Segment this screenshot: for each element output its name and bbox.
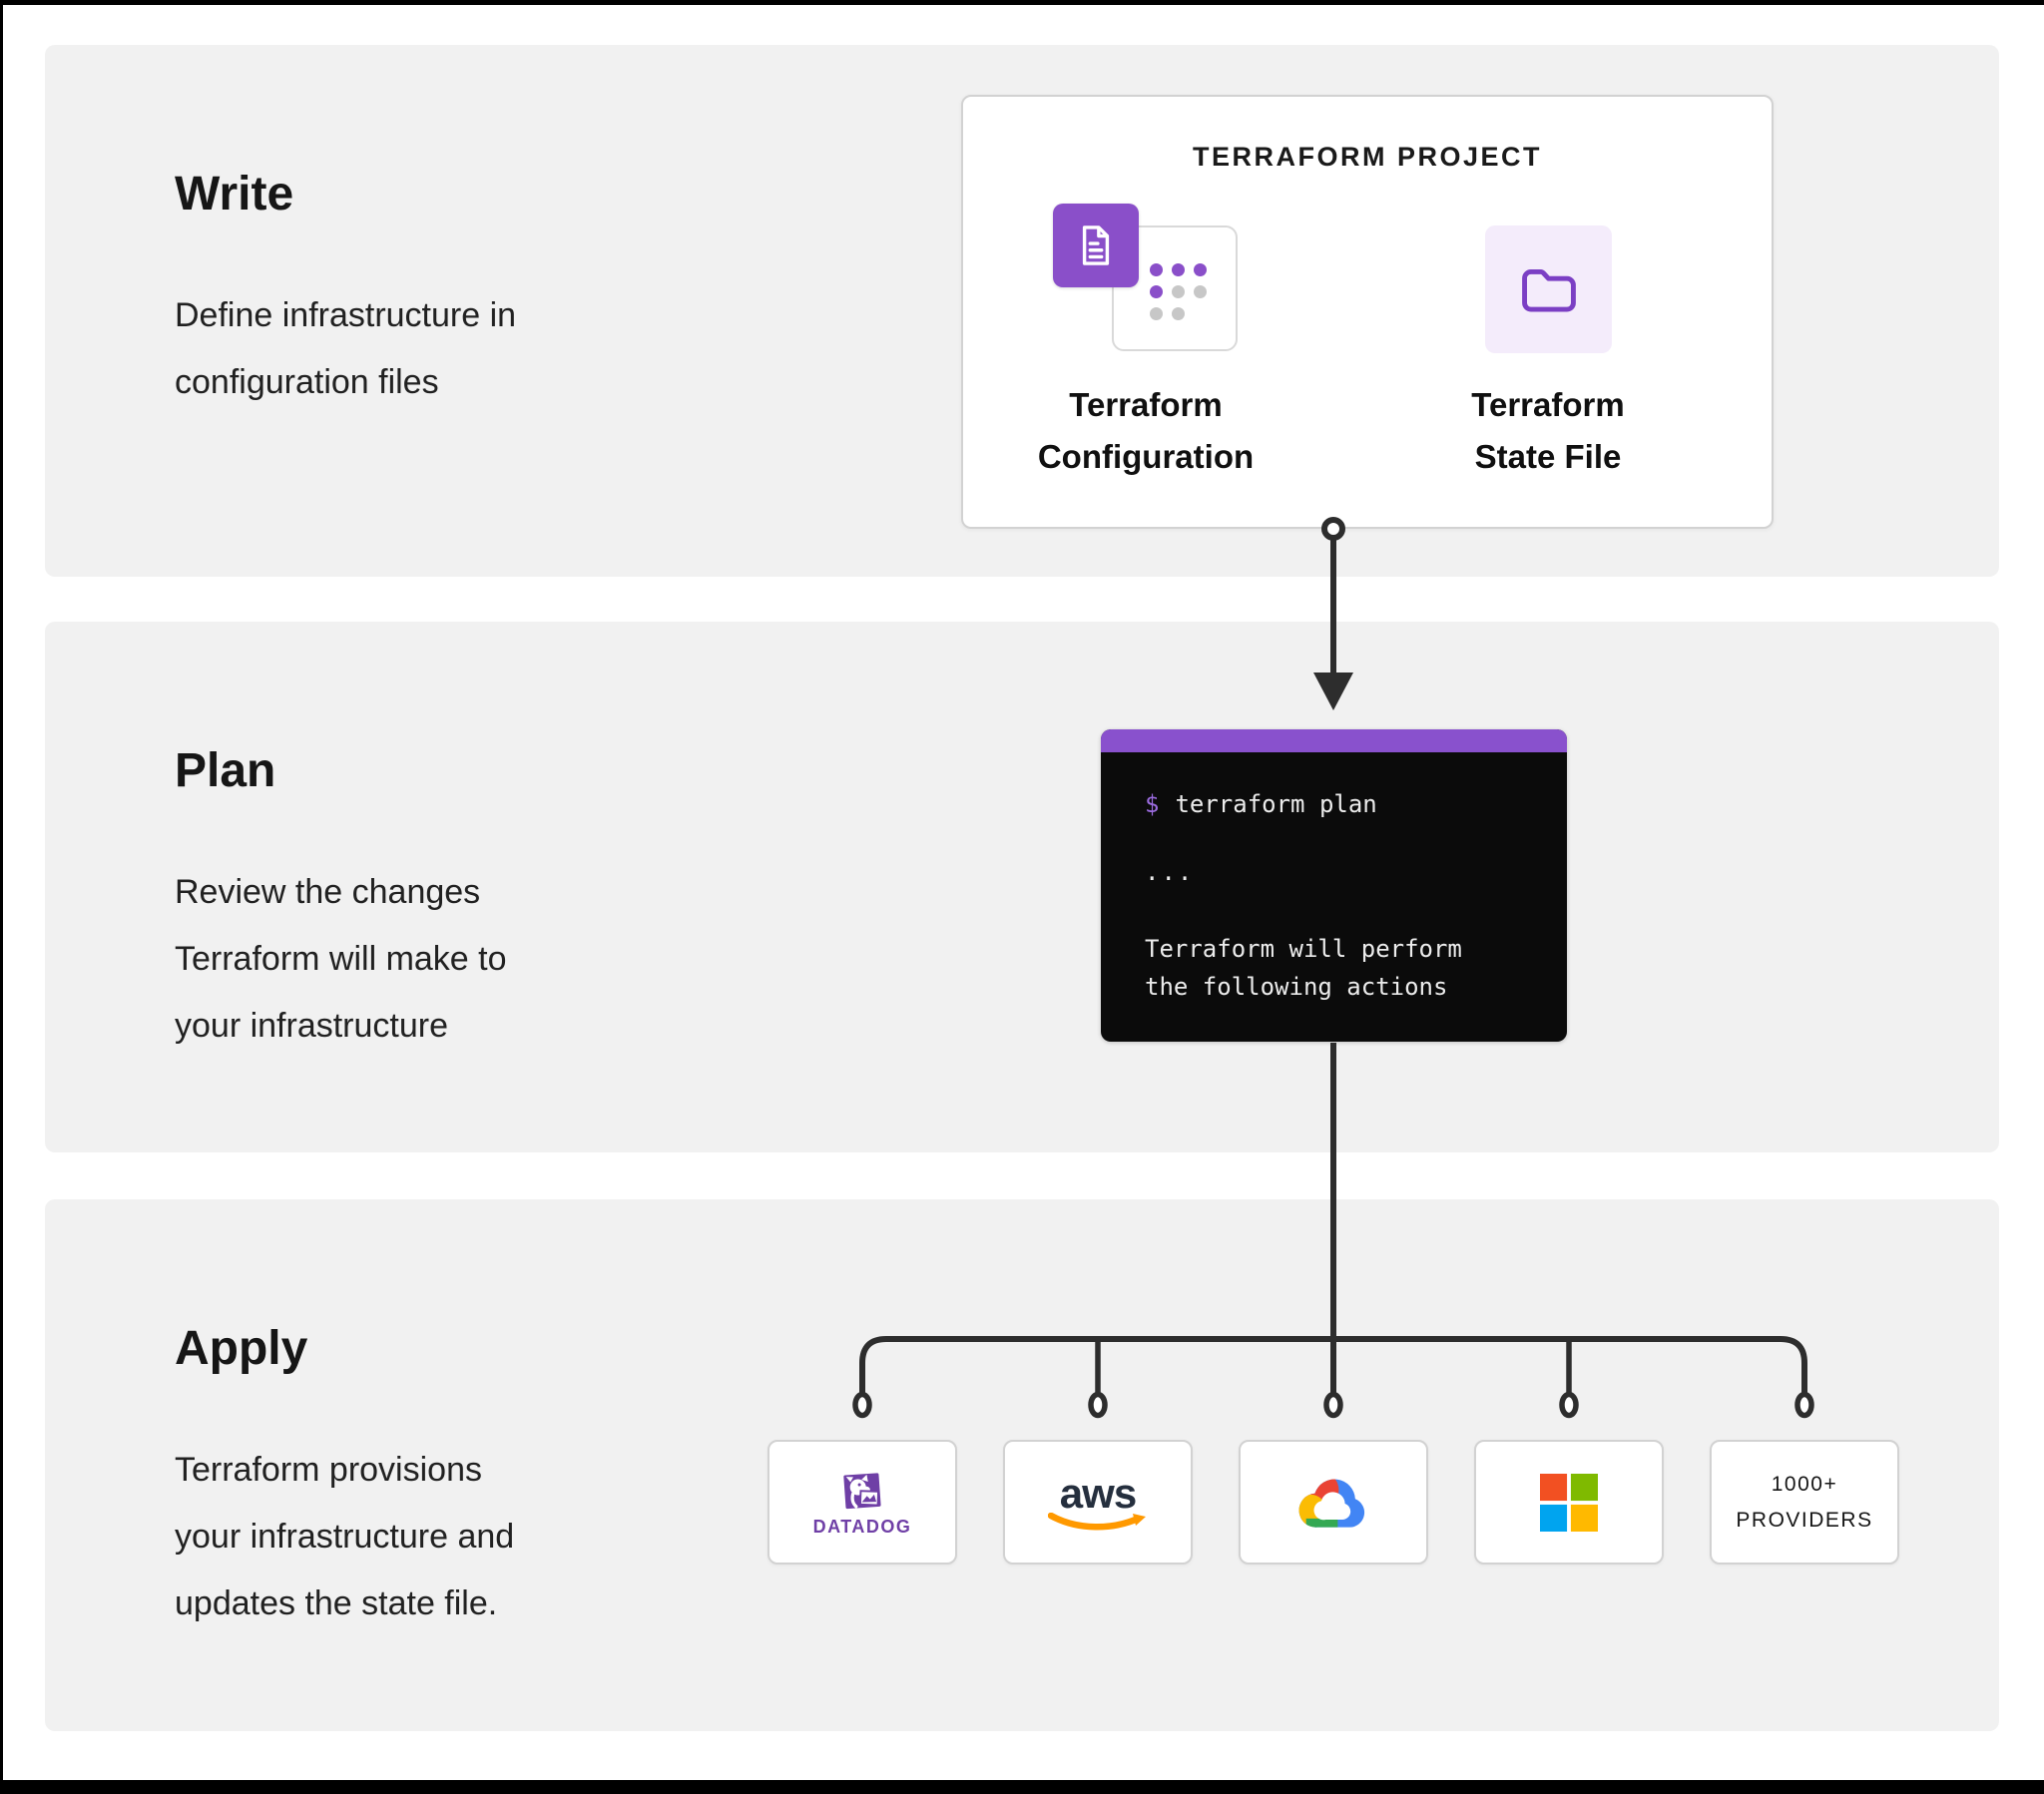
apply-description-line: updates the state file.: [175, 1584, 498, 1622]
frame-border-left: [0, 0, 3, 1794]
plan-description: Review the changes Terraform will make t…: [175, 859, 507, 1060]
plan-title: Plan: [175, 744, 276, 797]
terraform-configuration-icon: [1053, 204, 1332, 363]
section-plan: Plan Review the changes Terraform will m…: [45, 622, 1999, 1152]
dot: [1150, 263, 1163, 276]
apply-description-line: Terraform provisions: [175, 1451, 482, 1489]
terminal-title-bar: [1101, 729, 1567, 752]
dot: [1194, 285, 1207, 298]
write-description-line: configuration files: [175, 363, 439, 401]
plan-description-line: Review the changes: [175, 873, 481, 911]
terraform-state-folder-icon: [1485, 225, 1612, 353]
provider-card-google-cloud: [1239, 1440, 1428, 1565]
frame-border-top: [0, 0, 2044, 5]
aws-smile-icon: [1048, 1512, 1146, 1530]
apply-description: Terraform provisions your infrastructure…: [175, 1437, 514, 1637]
microsoft-logo-icon: [1540, 1473, 1598, 1532]
plan-description-line: Terraform will make to: [175, 940, 507, 978]
datadog-logo-icon: [843, 1472, 881, 1509]
dots-grid: [1150, 263, 1207, 320]
dot: [1150, 307, 1163, 320]
write-description: Define infrastructure in configuration f…: [175, 282, 516, 416]
aws-wordmark: aws: [1059, 1469, 1137, 1517]
frame-border-bottom: [0, 1780, 2044, 1794]
apply-title: Apply: [175, 1322, 308, 1375]
terminal-body: $ terraform plan ... Terraform will perfo…: [1101, 752, 1567, 1006]
provider-card-aws: aws: [1003, 1440, 1193, 1565]
dot: [1172, 263, 1185, 276]
terminal-ellipsis: ...: [1145, 858, 1195, 886]
dot: [1172, 285, 1185, 298]
terminal-prompt: $: [1145, 790, 1160, 818]
google-cloud-logo-icon: [1298, 1479, 1365, 1528]
provider-card-datadog: DATADOG: [767, 1440, 957, 1565]
terminal-command-line: $ terraform plan: [1145, 790, 1547, 818]
provider-card-microsoft: [1474, 1440, 1664, 1565]
terminal-command: terraform plan: [1175, 790, 1377, 818]
dot: [1172, 307, 1185, 320]
terminal-output: Terraform will perform the following act…: [1145, 935, 1462, 1001]
dot: [1150, 285, 1163, 298]
more-providers-label: 1000+ PROVIDERS: [1736, 1472, 1873, 1532]
dot: [1194, 263, 1207, 276]
terraform-project-title: TERRAFORM PROJECT: [1192, 142, 1542, 172]
apply-description-line: your infrastructure and: [175, 1518, 515, 1556]
datadog-label: DATADOG: [812, 1516, 912, 1537]
write-description-line: Define infrastructure in: [175, 296, 517, 334]
plan-description-line: your infrastructure: [175, 1007, 448, 1045]
terminal-window: $ terraform plan ... Terraform will perfo…: [1101, 729, 1567, 1042]
document-icon: [1053, 204, 1139, 287]
terraform-project-card: TERRAFORM PROJECT: [961, 95, 1774, 529]
dot: [1194, 307, 1207, 320]
provider-card-more-providers: 1000+ PROVIDERS: [1710, 1440, 1899, 1565]
terraform-state-file-label: Terraform State File: [1471, 386, 1625, 475]
terraform-configuration-label: Terraform Configuration: [1037, 386, 1255, 475]
write-title: Write: [175, 168, 294, 221]
folder-icon: [1521, 268, 1576, 311]
